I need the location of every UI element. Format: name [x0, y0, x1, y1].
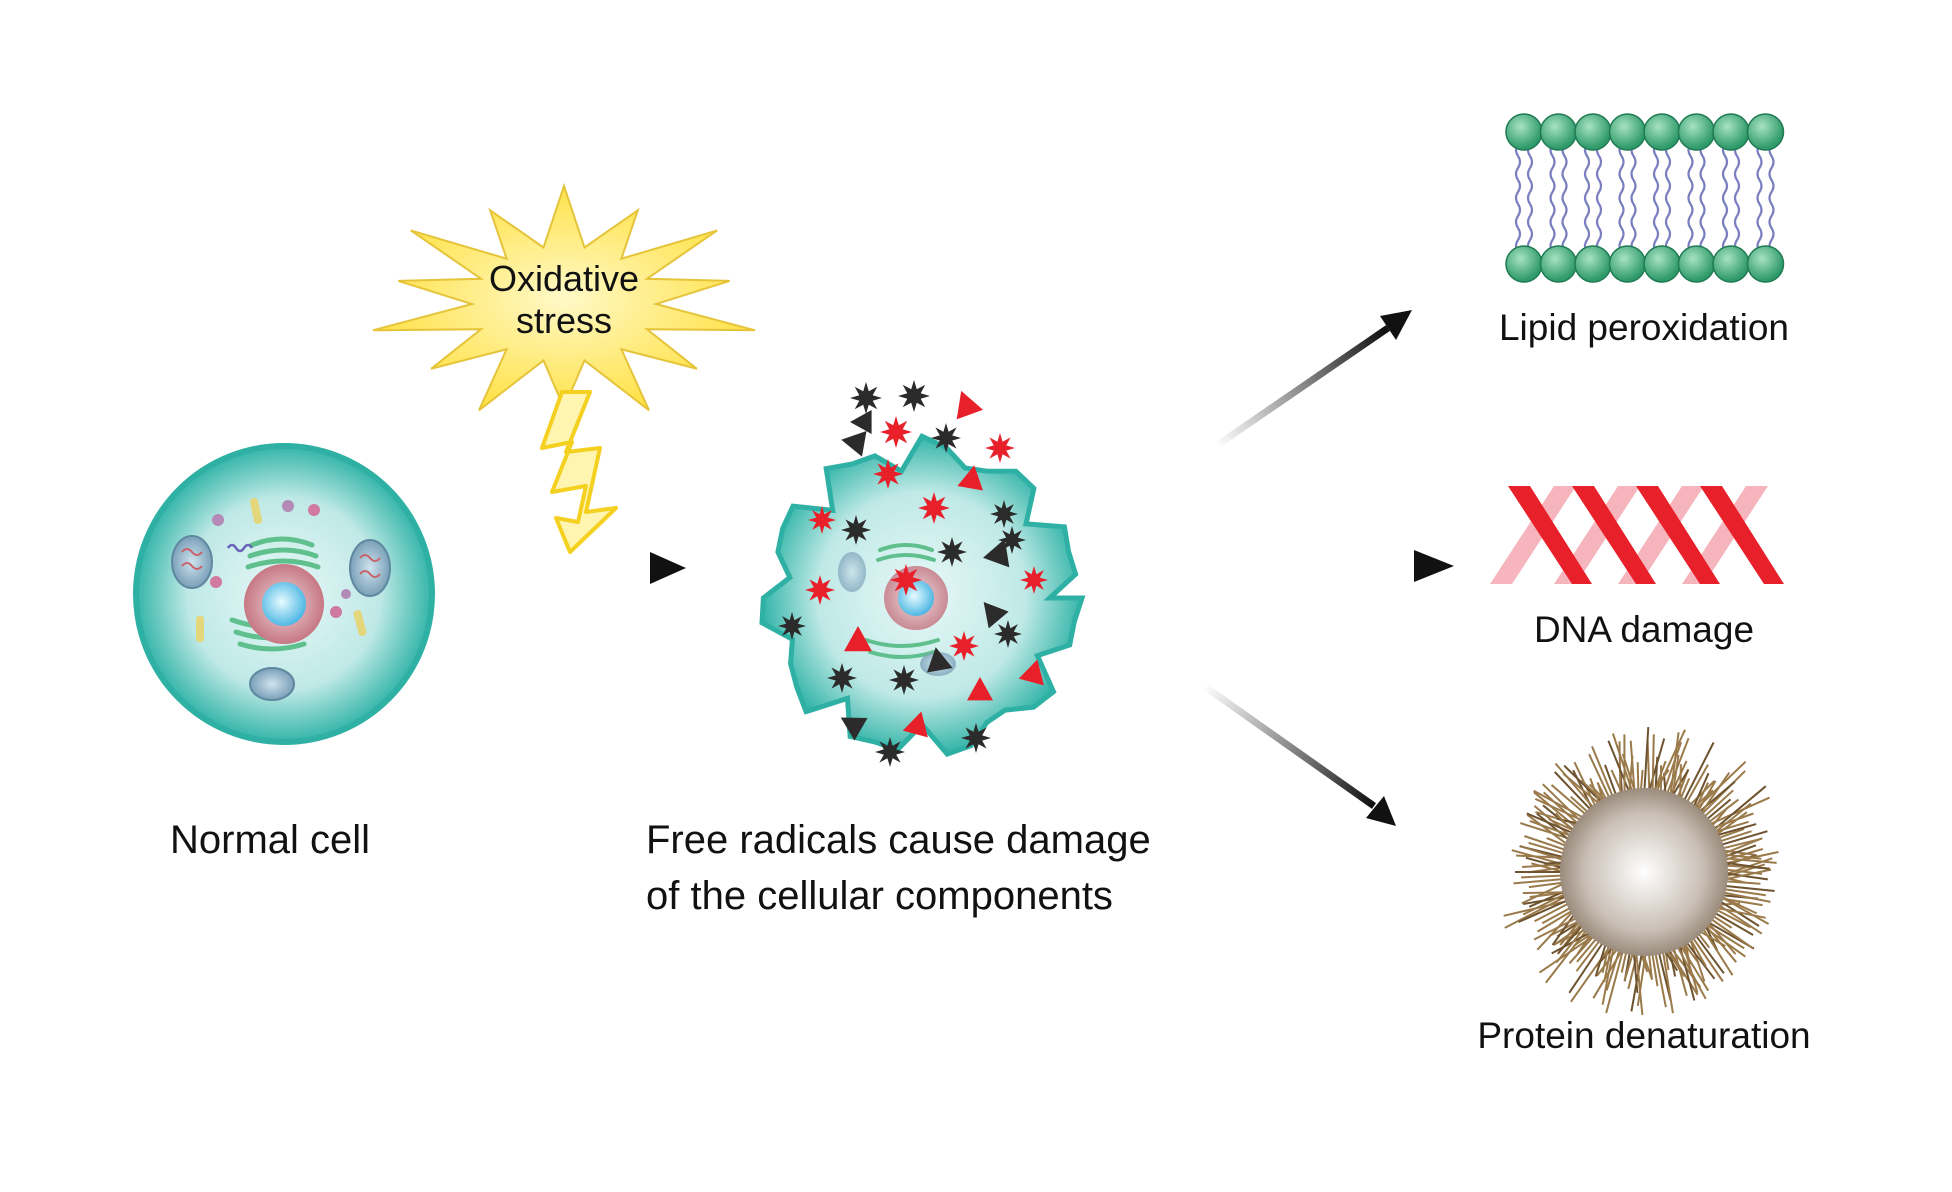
free-radical-icon [889, 665, 919, 695]
free-radical-icon [778, 380, 1048, 767]
free-radical-icon [967, 677, 993, 701]
free-radicals-line2: of the cellular components [646, 874, 1113, 918]
oxidative-stress-label: Oxidative stress [489, 258, 639, 342]
free-radical-icon [880, 416, 912, 448]
free-radical-icon [873, 459, 903, 489]
free-radical-icon [840, 717, 868, 741]
free-radical-icon [949, 631, 979, 661]
free-radical-icon [844, 626, 872, 652]
normal-cell-label: Normal cell [170, 818, 371, 862]
normal-cell-icon [133, 443, 435, 745]
free-radical-icon [808, 506, 836, 534]
free-radical-icon [875, 737, 905, 767]
free-radical-icon [1018, 659, 1044, 686]
lightning-icon [540, 390, 618, 554]
free-radical-icon [990, 500, 1018, 528]
free-radical-icon [927, 647, 953, 673]
free-radical-icon [902, 711, 928, 738]
oxidative-stress-line2: stress [515, 300, 613, 341]
free-radicals-label: Free radicals cause damage of the cellul… [646, 812, 1151, 924]
free-radical-icon [898, 380, 930, 412]
free-radical-icon [983, 602, 1009, 629]
free-radical-icon [827, 663, 857, 693]
lipid-bilayer-icon [1505, 113, 1785, 283]
free-radical-icon [841, 515, 871, 545]
free-radical-icon [931, 423, 961, 453]
arrow-icon [1214, 310, 1412, 449]
oxidative-stress-line1: Oxidative [488, 258, 640, 299]
free-radical-icon [983, 538, 1010, 568]
free-radical-icon [957, 465, 983, 491]
arrow-icon [480, 552, 686, 584]
protein-icon [1503, 727, 1779, 1016]
free-radical-icon [994, 620, 1022, 648]
free-radical-icon [850, 410, 872, 434]
lipid-peroxidation-label: Lipid peroxidation [1498, 307, 1790, 348]
free-radicals-line1: Free radicals cause damage [646, 818, 1151, 862]
free-radical-icon [890, 564, 922, 596]
free-radical-icon [778, 612, 806, 640]
dna-damage-label: DNA damage [1533, 609, 1755, 650]
free-radical-icon [918, 492, 950, 524]
protein-denaturation-label: Protein denaturation [1477, 1015, 1811, 1056]
free-radical-icon [961, 723, 991, 753]
dna-helix-icon [1490, 486, 1784, 584]
free-radical-icon [850, 382, 882, 414]
arrow-icon [1196, 550, 1454, 582]
free-radical-icon [937, 537, 967, 567]
free-radical-icon [985, 433, 1015, 463]
damaged-cell-icon [759, 380, 1086, 767]
free-radical-icon [956, 390, 983, 420]
free-radical-icon [805, 575, 835, 605]
free-radical-icon [1020, 566, 1048, 594]
free-radical-icon [841, 431, 867, 457]
arrow-icon [1201, 683, 1396, 826]
